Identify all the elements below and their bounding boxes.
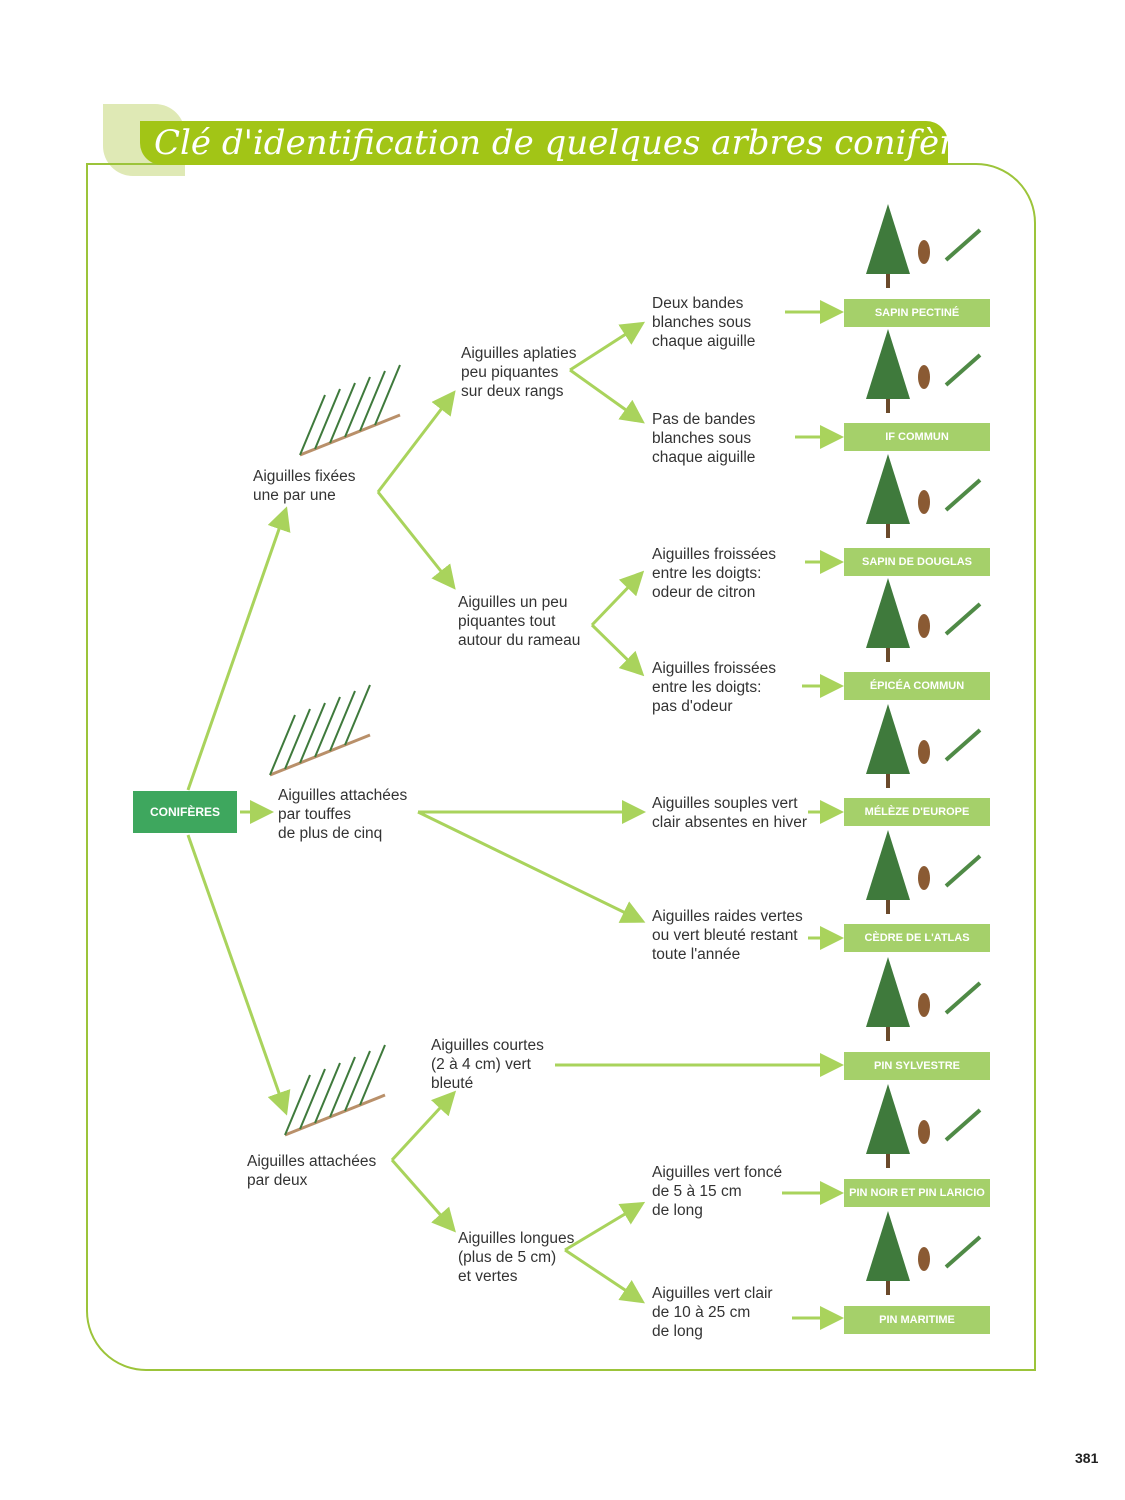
node-fixed-one-by-one: Aiguilles fixées une par une (253, 468, 356, 504)
connector-arrow (376, 491, 456, 590)
tree-illustration-icon (866, 578, 982, 662)
connector-arrow (564, 1248, 645, 1304)
needle-sprig-icon (299, 364, 401, 457)
connector-arrow (186, 506, 291, 791)
connector-arrow (590, 623, 645, 677)
connector-arrow (417, 810, 646, 923)
species-meleze-d-europe: MÉLÈZE D'EUROPE (844, 798, 990, 826)
needle-sprig-icon (269, 684, 371, 777)
node-pairs: Aiguilles attachées par deux (247, 1153, 377, 1189)
tree-illustration-icon (866, 1084, 982, 1168)
species-if-commun: IF COMMUN (844, 423, 990, 451)
connector-arrow (569, 321, 646, 372)
connector-arrow (390, 1159, 456, 1233)
species-cedre-de-l-atlas: CÈDRE DE L'ATLAS (844, 924, 990, 952)
node-lemon-smell: Aiguilles froissées entre les doigts: od… (652, 546, 777, 601)
node-tufts: Aiguilles attachées par touffes de plus … (278, 787, 408, 842)
tree-illustration-icon (866, 830, 982, 914)
node-light-green: Aiguilles vert clair de 10 à 25 cm de lo… (652, 1285, 773, 1340)
tree-illustration-icon (866, 329, 982, 413)
node-dark-green: Aiguilles vert foncé de 5 à 15 cm de lon… (652, 1164, 783, 1219)
tree-illustration-icon (866, 1211, 982, 1295)
node-stiff-needles: Aiguilles raides vertes ou vert bleuté r… (652, 908, 803, 963)
node-long-needles: Aiguilles longues (plus de 5 cm) et vert… (458, 1230, 575, 1285)
node-soft-needles: Aiguilles souples vert clair absentes en… (652, 795, 808, 831)
connector-arrow (186, 834, 291, 1116)
tree-illustration-icon (866, 204, 982, 288)
node-short-needles: Aiguilles courtes (2 à 4 cm) vert bleuté (431, 1037, 544, 1092)
connector-arrow (564, 1201, 646, 1252)
tree-illustration-icon (866, 454, 982, 538)
connector-arrow (569, 368, 645, 424)
tree-illustration-icon (866, 957, 982, 1041)
needle-sprig-icon (284, 1044, 386, 1137)
root-node-coniferes: CONIFÈRES (133, 791, 237, 833)
connector-arrow (376, 390, 456, 493)
species-sapin-de-douglas: SAPIN DE DOUGLAS (844, 548, 990, 576)
species-sapin-pectine: SAPIN PECTINÉ (844, 299, 990, 327)
species-pin-noir-et-pin-laricio: PIN NOIR ET PIN LARICIO (844, 1179, 990, 1207)
species-epicea-commun: ÉPICÉA COMMUN (844, 672, 990, 700)
tree-illustration-icon (866, 704, 982, 788)
connector-arrow (390, 1090, 457, 1162)
page-title: Clé d'identification de quelques arbres … (140, 121, 993, 165)
node-flat-needles: Aiguilles aplaties peu piquantes sur deu… (461, 345, 577, 400)
connector-arrow (590, 570, 645, 627)
node-no-smell: Aiguilles froissées entre les doigts: pa… (652, 660, 777, 715)
node-around-twig: Aiguilles un peu piquantes tout autour d… (458, 594, 581, 649)
species-pin-sylvestre: PIN SYLVESTRE (844, 1052, 990, 1080)
species-pin-maritime: PIN MARITIME (844, 1306, 990, 1334)
node-two-bands: Deux bandes blanches sous chaque aiguill… (652, 295, 756, 350)
page-number: 381 (1075, 1450, 1099, 1466)
node-no-bands: Pas de bandes blanches sous chaque aigui… (652, 411, 756, 466)
